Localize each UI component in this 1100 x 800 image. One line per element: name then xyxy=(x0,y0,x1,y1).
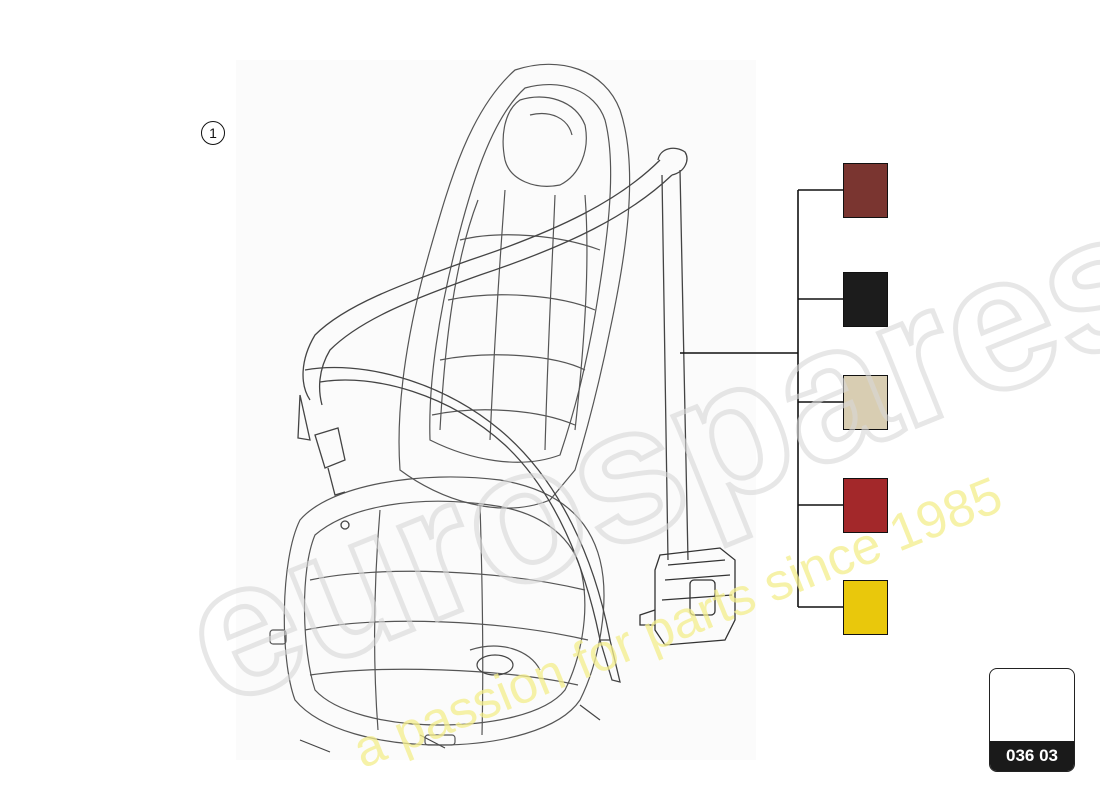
color-swatch xyxy=(843,478,888,533)
car-seat-icon xyxy=(269,63,631,753)
belt-retractor-icon xyxy=(639,547,736,646)
color-swatch xyxy=(843,272,888,327)
page-code-badge: 036 03 xyxy=(989,668,1075,772)
color-swatch xyxy=(843,375,888,430)
page-code-label: 036 03 xyxy=(990,741,1074,771)
leader-lines xyxy=(680,189,843,608)
color-swatch xyxy=(843,580,888,635)
color-swatch xyxy=(843,163,888,218)
seat-belt-icon xyxy=(297,147,689,683)
callout-number: 1 xyxy=(201,121,225,145)
